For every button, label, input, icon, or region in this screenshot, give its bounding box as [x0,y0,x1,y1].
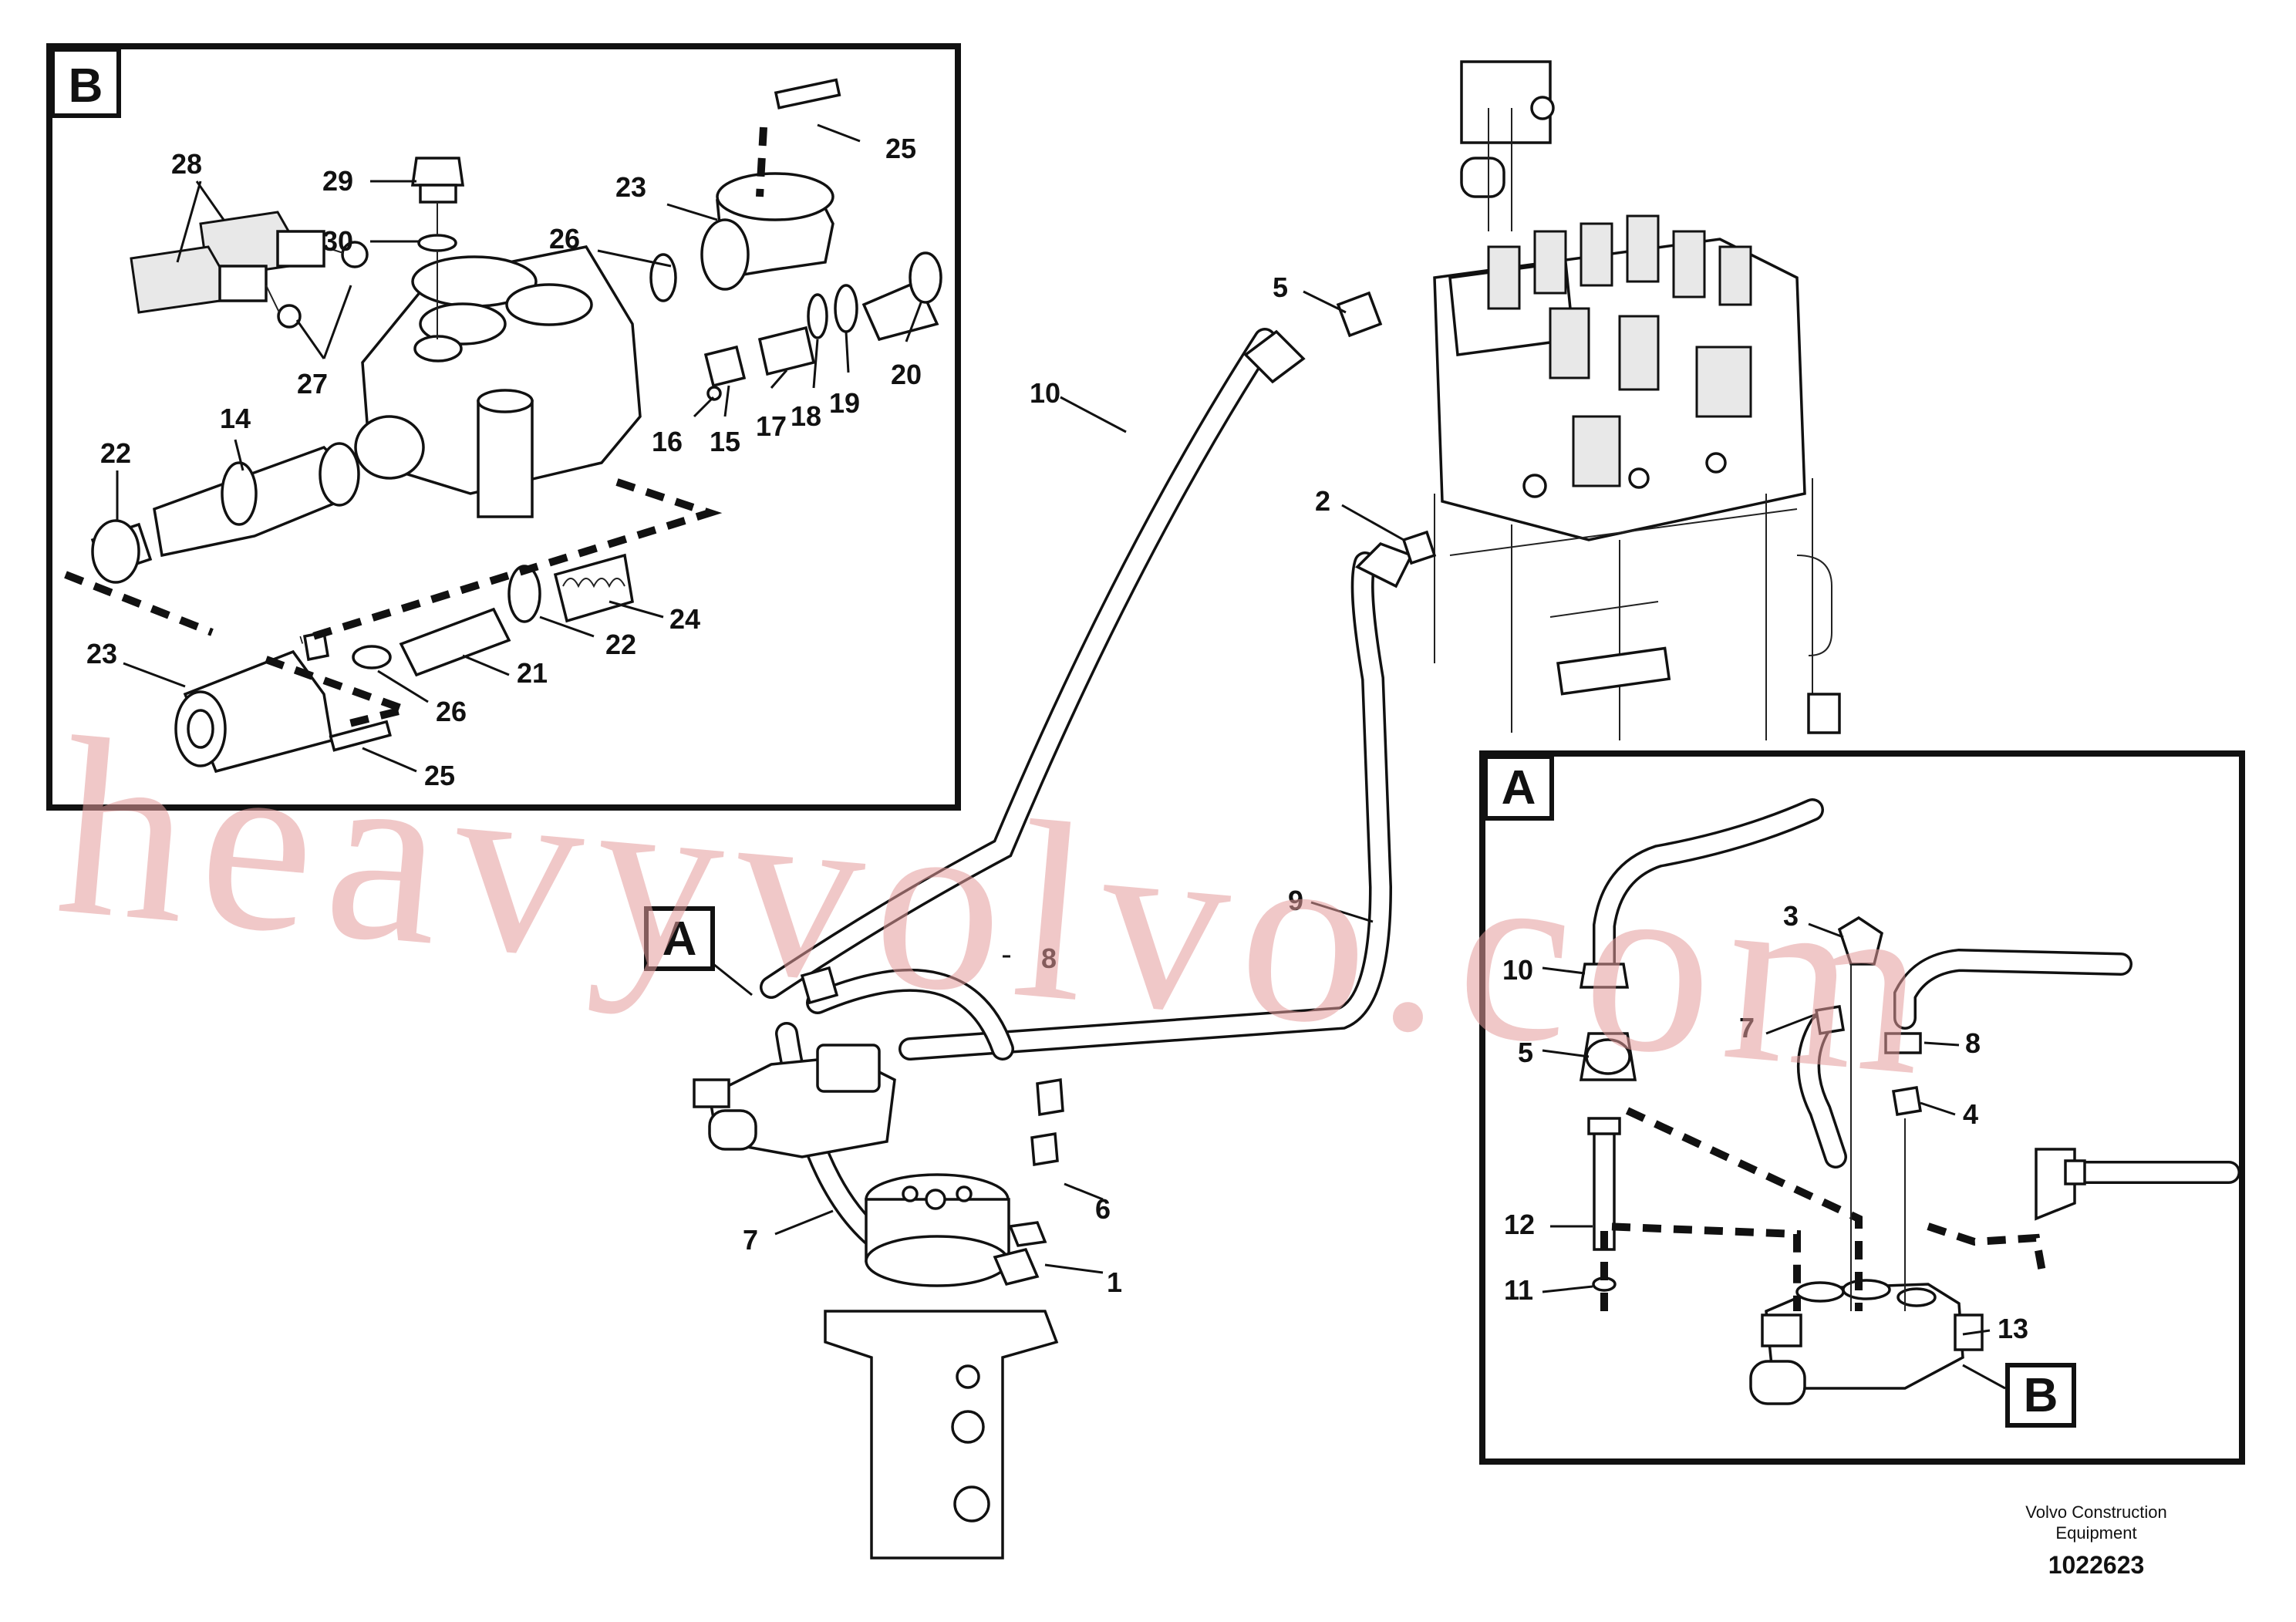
callout-14: 14 [220,403,251,434]
footer: Volvo Construction Equipment 1022623 [2025,1502,2166,1579]
callout-12: 12 [1504,1209,1535,1240]
detail-b-panel: B [46,43,961,811]
callout-5-detail: 5 [1518,1037,1533,1068]
callout-2: 2 [1315,485,1330,517]
callout-21: 21 [517,657,548,689]
callout-3: 3 [1783,900,1799,932]
callout-17: 17 [756,410,787,442]
detail-a-leaders [1542,922,2006,1390]
company-name-line2: Equipment [2055,1523,2136,1543]
callout-23-lower: 23 [86,638,117,669]
callout-16: 16 [652,426,683,457]
center-joint [824,1173,1059,1560]
callout-8-main: 8 [1041,943,1057,974]
callout-30: 30 [322,225,353,257]
callout-26-lower: 26 [436,696,467,727]
detail-b-label: B [69,59,103,113]
valve-body [354,245,642,518]
swivel-valve-main [693,1044,896,1158]
main-view-leaders [713,290,1404,1274]
relief-valves [130,211,369,329]
callout-24: 24 [669,603,700,635]
callout-20: 20 [891,359,922,390]
plug-and-seal [410,157,465,339]
detail-a-label: A [1502,761,1536,814]
callout-1: 1 [1107,1266,1122,1298]
callout-11: 11 [1504,1274,1533,1306]
detail-a-panel: A [1479,750,2245,1465]
callout-29: 29 [322,165,353,197]
callout-7-main: 7 [743,1224,758,1256]
callout-19: 19 [829,387,860,419]
callout-5-main: 5 [1273,271,1288,303]
callout-18: 18 [791,400,821,432]
callout-28: 28 [171,148,202,180]
spool-lower-parts [352,553,634,677]
callout-27: 27 [297,368,328,400]
callout-4: 4 [1963,1098,1978,1130]
detail-b-leaders [116,123,923,773]
callout-7-detail: 7 [1739,1012,1755,1044]
callout-25-lower: 25 [424,760,455,791]
callout-26-upper: 26 [549,223,580,255]
callout-6: 6 [1095,1193,1111,1225]
spool-right-parts [703,251,942,401]
callout-22-right: 22 [605,629,636,660]
callout-9: 9 [1288,885,1303,916]
ref-tag-a: A [663,912,697,966]
callout-8-detail: 8 [1965,1027,1981,1059]
drawing-number: 1022623 [2048,1551,2145,1579]
callout-10-main: 10 [1030,377,1060,409]
solenoid-upper [649,78,841,302]
callout-22-left: 22 [100,437,131,469]
callout-15: 15 [710,426,740,457]
callout-23-upper: 23 [615,171,646,203]
ref-tag-b: B [2024,1369,2058,1422]
swivel-valve-detail [1749,1279,1984,1405]
spool-left-parts [90,442,360,584]
company-name-line1: Volvo Construction [2025,1502,2166,1522]
callout-25-upper: 25 [885,133,916,164]
callout-13: 13 [1998,1313,2028,1344]
solenoid-lower [174,630,392,774]
control-valve [1433,60,1806,541]
main-view: 5 2 10 9 8 6 1 7 A [644,60,1841,1560]
callout-10-detail: 10 [1502,954,1533,986]
valve-frame [1434,478,1841,740]
